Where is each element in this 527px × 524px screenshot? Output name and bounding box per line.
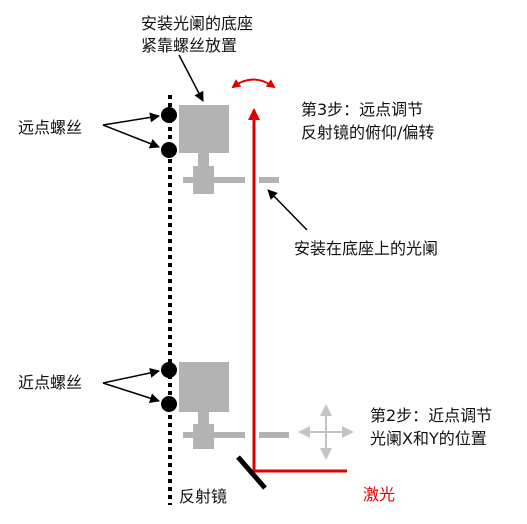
far-screws-label: 远点螺丝 <box>18 118 83 137</box>
far-mount-block <box>179 105 229 153</box>
aperture-note-pointer <box>267 189 308 231</box>
far-screw-pointer-top <box>102 112 160 126</box>
tip-tilt-indicator-arrow <box>231 78 276 89</box>
near-mount-block <box>179 362 229 412</box>
near-mount-post <box>198 412 209 426</box>
step2-line1: 第2步：近点调节 <box>370 406 493 425</box>
far-aperture-bar-left <box>183 177 245 183</box>
far-screw-top <box>161 107 177 123</box>
near-aperture-bar-left <box>183 432 245 438</box>
base-note-line2: 紧靠螺丝放置 <box>141 36 238 55</box>
mirror-label: 反射镜 <box>179 487 228 506</box>
near-screws-label: 近点螺丝 <box>18 373 83 392</box>
base-note-line1: 安装光阑的底座 <box>141 14 254 33</box>
xy-adjust-arrows-icon <box>298 404 354 460</box>
near-aperture-bar-right <box>259 432 289 438</box>
far-aperture-bar-right <box>259 177 279 183</box>
near-screw-pointer-bottom <box>102 382 160 404</box>
step3-line2: 反射镜的俯仰/偏转 <box>301 123 435 142</box>
near-screw-top <box>161 362 177 378</box>
mirror <box>236 455 267 490</box>
step3-line1: 第3步：远点调节 <box>301 100 424 119</box>
aperture-on-base-label: 安装在底座上的光阑 <box>294 239 439 258</box>
step2-line2: 光阑X和Y的位置 <box>370 429 487 448</box>
laser-label: 激光 <box>363 485 396 504</box>
far-mount-post <box>198 153 209 167</box>
near-screw-bottom <box>161 396 177 412</box>
far-screw-bottom <box>161 142 177 158</box>
near-screw-pointer-top <box>102 367 160 384</box>
far-screw-pointer-bottom <box>102 124 160 149</box>
base-note-pointer <box>178 54 204 102</box>
